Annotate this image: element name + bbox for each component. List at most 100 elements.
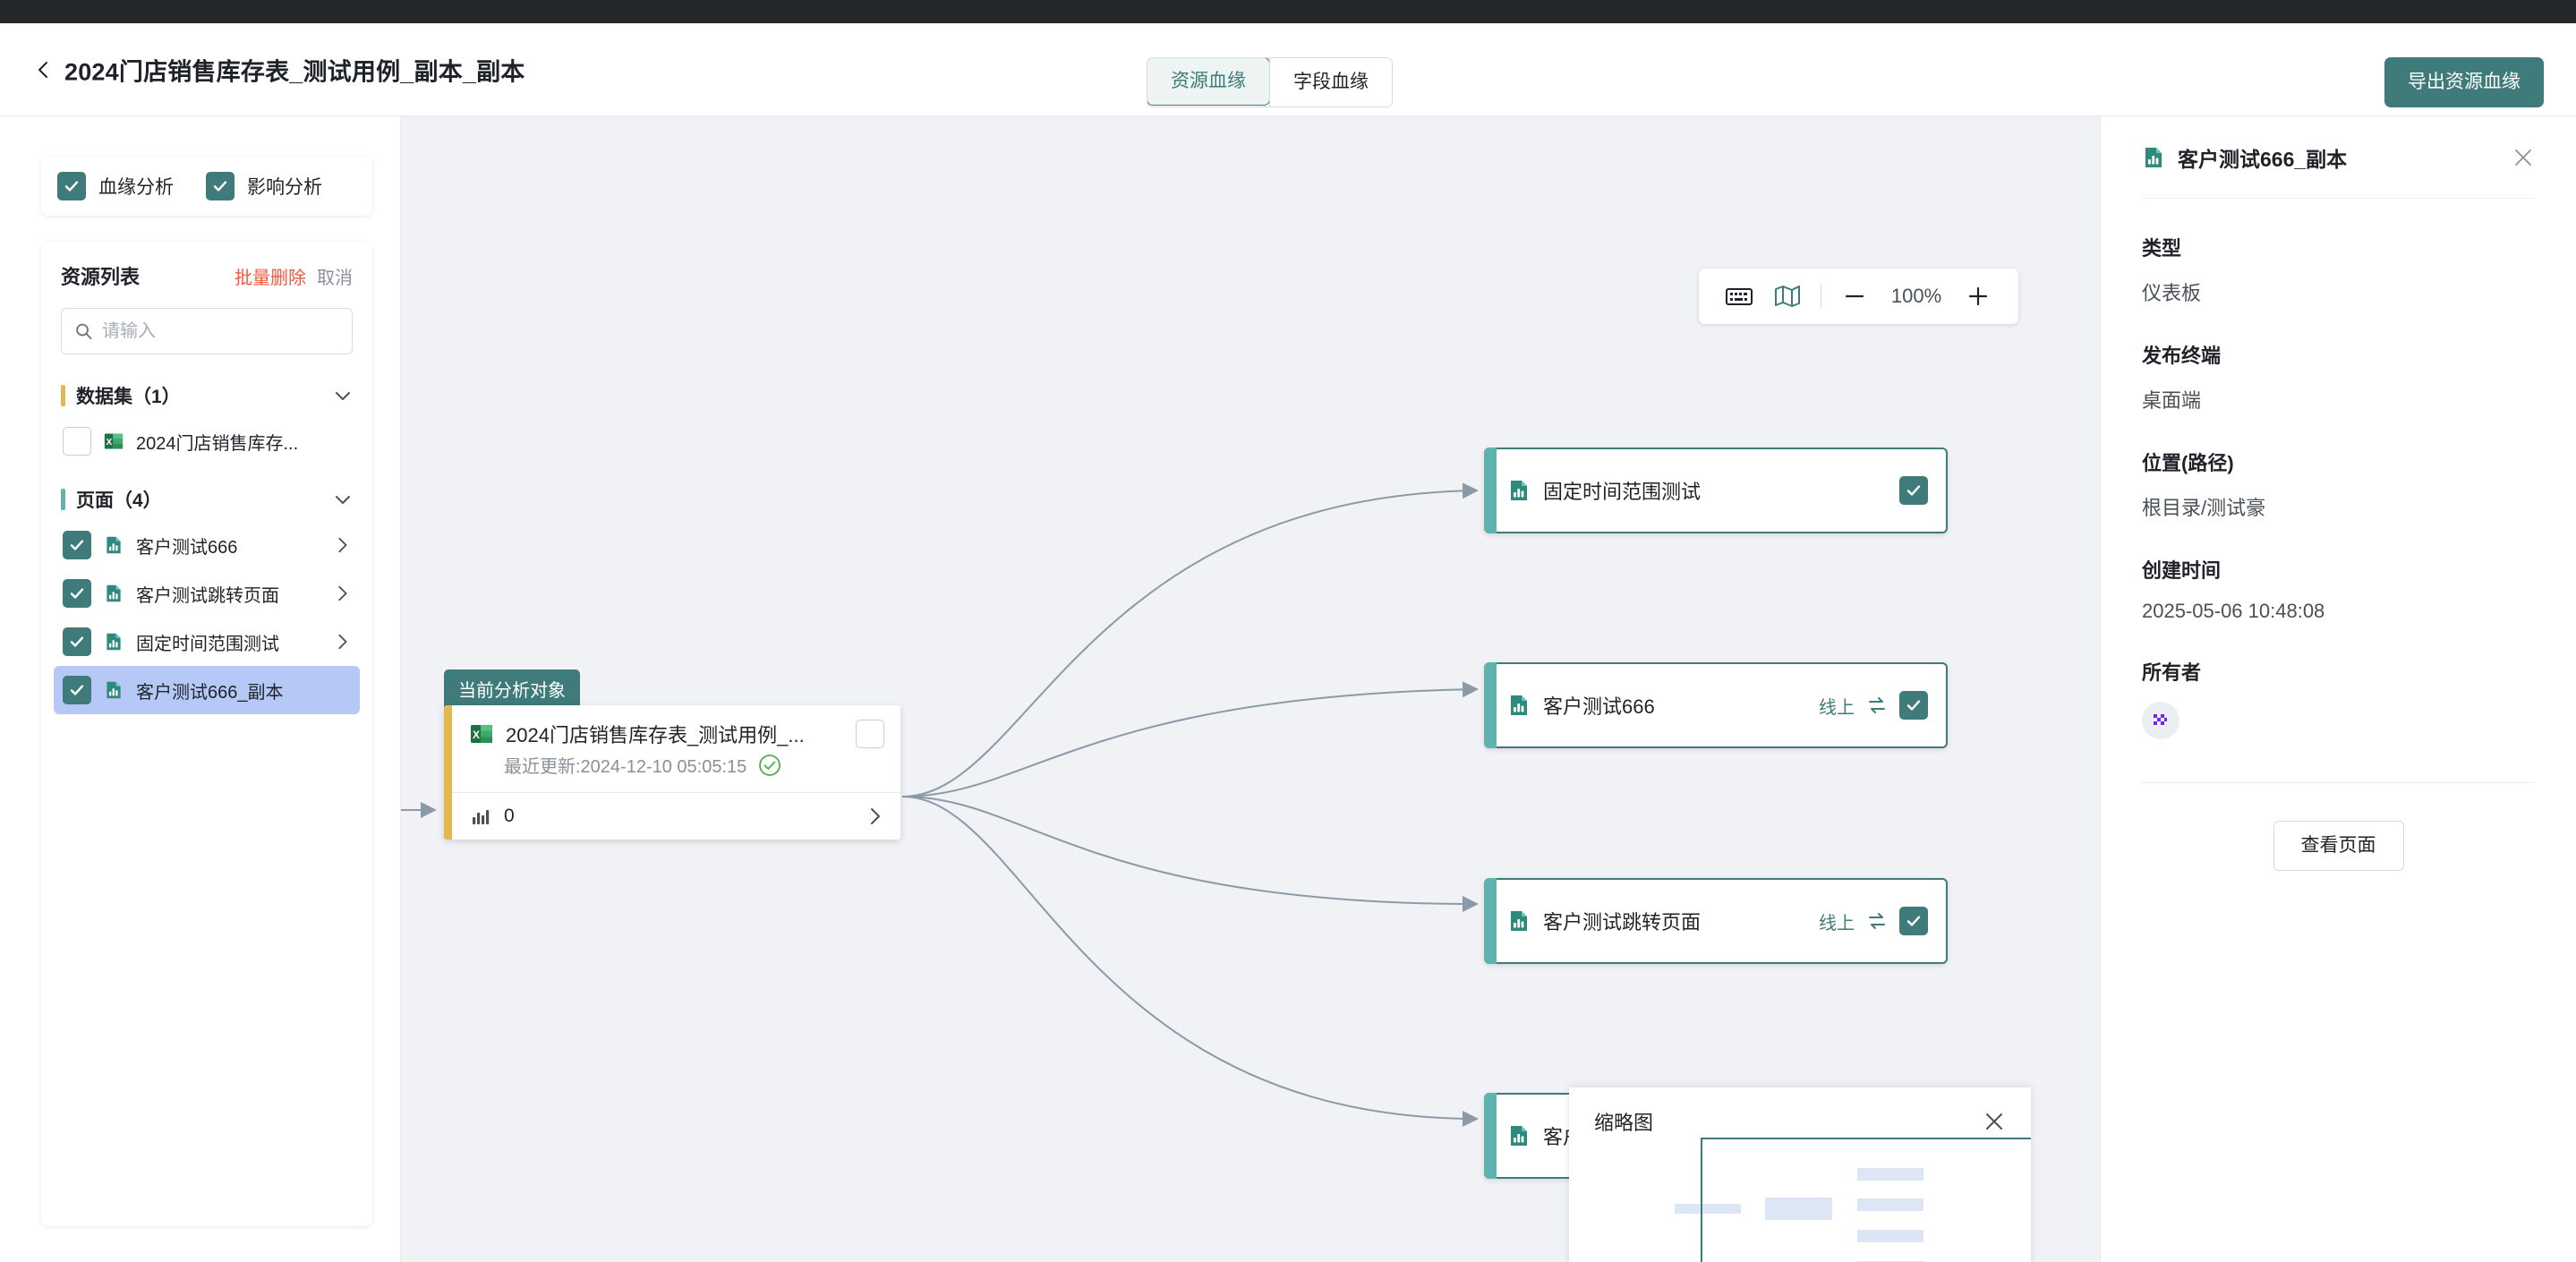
search-box[interactable]	[61, 308, 353, 354]
avatar	[2142, 702, 2179, 739]
minimap-node	[1765, 1198, 1832, 1220]
chevron-down-icon	[336, 496, 350, 504]
detail-field-value: 桌面端	[2142, 389, 2202, 412]
minimap-node	[1857, 1168, 1923, 1181]
chevron-right-icon	[871, 808, 880, 824]
dashboard-icon	[107, 633, 121, 651]
tree-item-expand[interactable]	[333, 536, 351, 554]
tree-item-page[interactable]: 固定时间范围测试	[54, 618, 360, 666]
graph-node[interactable]: 客户测试跳转页面 线上	[1484, 878, 1948, 964]
tree-item-checkbox[interactable]	[63, 627, 91, 656]
minimap-title: 缩略图	[1594, 1112, 1654, 1134]
zoom-in-button[interactable]	[1954, 269, 2002, 324]
batch-delete-button[interactable]: 批量删除	[235, 269, 306, 288]
zoom-toolbar: 100%	[1699, 269, 2018, 324]
left-sidebar: 血缘分析 影响分析 资源列表 批量删除 取消	[0, 116, 401, 1262]
tree-item-dataset[interactable]: X 2024门店销售库存...	[54, 417, 360, 465]
minimap-canvas[interactable]	[1569, 1136, 2031, 1262]
tree-item-page[interactable]: 客户测试跳转页面	[54, 569, 360, 618]
graph-node[interactable]: 客户测试666 线上	[1484, 662, 1948, 748]
export-resource-lineage-button[interactable]: 导出资源血缘	[2384, 57, 2544, 107]
tree-item-label: 客户测试跳转页面	[136, 585, 279, 606]
graph-node-checkbox[interactable]	[1899, 691, 1928, 720]
body-area: 无来 当前分析对象	[0, 116, 2576, 1262]
check-icon	[1906, 485, 1921, 496]
impact-analysis-label: 影响分析	[247, 177, 322, 198]
chevron-right-icon	[338, 634, 347, 650]
current-object-card[interactable]: X 2024门店销售库存表_测试用例_... 最近更新:2024-12-10 0…	[444, 705, 900, 840]
chevron-right-icon	[338, 537, 347, 553]
chevron-left-icon	[38, 61, 47, 78]
detail-field-label: 创建时间	[2142, 559, 2222, 582]
view-page-button[interactable]: 查看页面	[2273, 821, 2404, 871]
tree-item-checkbox[interactable]	[63, 531, 91, 559]
group-header-dataset[interactable]: 数据集（1）	[41, 374, 372, 417]
detail-field-terminal: 发布终端 桌面端	[2142, 340, 2535, 414]
tree-item-expand[interactable]	[333, 584, 351, 602]
detail-field-value: 2025-05-06 10:48:08	[2142, 600, 2325, 622]
check-icon	[70, 588, 84, 599]
group-collapse-toggle[interactable]	[333, 490, 353, 509]
tree-item-expand[interactable]	[333, 633, 351, 651]
check-icon	[70, 540, 84, 550]
lineage-tab-group: 资源血缘 字段血缘	[1147, 57, 1393, 107]
tree-item-checkbox[interactable]	[63, 579, 91, 608]
zoom-out-button[interactable]	[1830, 269, 1879, 324]
keyboard-icon	[1726, 288, 1753, 305]
graph-node-checkbox[interactable]	[1899, 476, 1928, 505]
tab-field-lineage[interactable]: 字段血缘	[1269, 58, 1392, 107]
minimap-viewport[interactable]	[1701, 1138, 2031, 1262]
minimap-close-button[interactable]	[1983, 1110, 2006, 1133]
tab-resource-lineage[interactable]: 资源血缘	[1147, 58, 1270, 106]
back-button[interactable]	[32, 58, 55, 81]
lineage-analysis-checkbox[interactable]	[57, 172, 86, 200]
chevron-down-icon	[336, 392, 350, 400]
detail-field-type: 类型 仪表板	[2142, 233, 2535, 306]
graph-node-name: 固定时间范围测试	[1543, 481, 1702, 503]
minimap-toggle-button[interactable]	[1763, 269, 1812, 324]
check-icon	[1906, 916, 1921, 926]
tree-item-page-selected[interactable]: 客户测试666_副本	[54, 666, 360, 714]
dashboard-icon	[1511, 911, 1527, 931]
check-icon	[70, 685, 84, 695]
detail-panel: 客户测试666_副本 类型 仪表板 发布终端 桌面端 位置(路径) 根目录/测试…	[2100, 116, 2576, 1262]
swap-icon[interactable]	[1865, 694, 1889, 717]
tree-item-checkbox[interactable]	[63, 676, 91, 704]
page-title: 2024门店销售库存表_测试用例_副本_副本	[64, 58, 525, 85]
zoom-level-value: 100%	[1890, 285, 1942, 307]
plus-icon	[1968, 286, 1988, 306]
graph-node[interactable]: 固定时间范围测试	[1484, 448, 1948, 533]
app-header: 2024门店销售库存表_测试用例_副本_副本 资源血缘 字段血缘 导出资源血缘	[0, 23, 2576, 116]
tree-item-checkbox[interactable]	[63, 427, 91, 456]
user-avatar-icon	[2154, 714, 2167, 725]
detail-field-label: 位置(路径)	[2142, 452, 2234, 474]
dashboard-icon	[107, 681, 121, 699]
group-accent-bar	[61, 489, 65, 510]
impact-analysis-checkbox[interactable]	[206, 172, 235, 200]
excel-icon: X	[471, 725, 492, 743]
minimap-panel: 缩略图	[1569, 1087, 2031, 1262]
svg-text:X: X	[107, 438, 113, 448]
dashboard-icon	[107, 584, 121, 602]
cancel-button[interactable]: 取消	[317, 269, 353, 288]
check-circle-icon	[759, 754, 781, 776]
dashboard-icon	[1511, 1126, 1527, 1146]
group-collapse-toggle[interactable]	[333, 386, 353, 405]
tree-item-page[interactable]: 客户测试666	[54, 521, 360, 569]
resource-list-title: 资源列表	[61, 266, 141, 288]
detail-field-value: 根目录/测试豪	[2142, 497, 2266, 519]
detail-field-path: 位置(路径) 根目录/测试豪	[2142, 448, 2535, 521]
minimap-node	[1857, 1230, 1923, 1242]
group-header-pages[interactable]: 页面（4）	[41, 478, 372, 521]
swap-icon[interactable]	[1865, 909, 1889, 933]
minimap-node	[1675, 1204, 1741, 1214]
current-object-expand-button[interactable]	[865, 806, 884, 826]
current-object-checkbox[interactable]	[856, 720, 884, 748]
group-label: 数据集（1）	[76, 387, 181, 407]
detail-panel-close-button[interactable]	[2512, 146, 2535, 169]
search-input[interactable]	[102, 320, 339, 342]
keyboard-shortcuts-button[interactable]	[1715, 269, 1763, 324]
detail-field-created: 创建时间 2025-05-06 10:48:08	[2142, 555, 2535, 623]
graph-node-checkbox[interactable]	[1899, 907, 1928, 935]
dashboard-icon	[1511, 481, 1527, 500]
